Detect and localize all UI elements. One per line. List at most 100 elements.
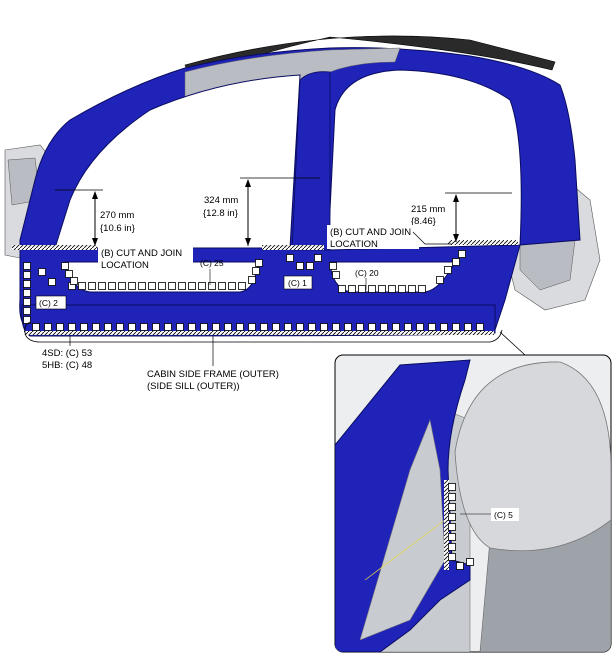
part-name-line2: (SIDE SILL (OUTER)) bbox=[147, 381, 240, 392]
dim-rear-mm: 215 mm bbox=[411, 204, 445, 215]
square-weld-icon bbox=[380, 323, 388, 331]
square-weld-icon bbox=[368, 323, 376, 331]
square-weld-icon bbox=[440, 323, 448, 331]
square-weld-icon bbox=[248, 323, 256, 331]
square-weld-icon bbox=[448, 513, 456, 521]
square-weld-icon bbox=[260, 323, 268, 331]
cut-join-rear-line2: LOCATION bbox=[330, 239, 378, 250]
cut-line-front bbox=[12, 245, 97, 250]
square-weld-icon bbox=[68, 323, 76, 331]
cut-join-rear-line1: (B) CUT AND JOIN bbox=[330, 227, 411, 238]
weld-label-c5: (C) 5 bbox=[460, 508, 519, 521]
square-weld-icon bbox=[178, 282, 186, 290]
rear-window-opening bbox=[327, 69, 522, 251]
cut-join-label-front: (B) CUT AND JOIN LOCATION bbox=[98, 246, 193, 271]
weld-label-c2-text: (C) 2 bbox=[39, 298, 58, 308]
square-weld-icon bbox=[448, 503, 456, 511]
sill-count-callout: 4SD: (C) 53 5HB: (C) 48 bbox=[42, 336, 92, 371]
square-weld-icon bbox=[108, 282, 116, 290]
square-weld-icon bbox=[218, 282, 226, 290]
square-weld-icon bbox=[448, 553, 456, 561]
square-weld-icon bbox=[392, 323, 400, 331]
arrow-down-icon bbox=[245, 238, 251, 246]
square-weld-icon bbox=[116, 323, 124, 331]
square-weld-icon bbox=[200, 323, 208, 331]
square-weld-icon bbox=[65, 270, 73, 278]
square-weld-icon bbox=[456, 562, 464, 570]
cut-join-front-line1: (B) CUT AND JOIN bbox=[101, 248, 182, 259]
wheel-arch bbox=[454, 361, 611, 552]
square-weld-icon bbox=[308, 323, 316, 331]
square-weld-icon bbox=[358, 285, 366, 293]
square-weld-icon bbox=[344, 323, 352, 331]
square-weld-icon bbox=[228, 282, 236, 290]
weld-label-c20: (C) 20 bbox=[355, 268, 379, 290]
square-weld-icon bbox=[80, 323, 88, 331]
square-weld-icon bbox=[236, 323, 244, 331]
square-weld-icon bbox=[448, 533, 456, 541]
square-weld-icon bbox=[272, 323, 280, 331]
square-weld-icon bbox=[23, 307, 31, 315]
detail-leader-line bbox=[499, 331, 526, 356]
square-weld-icon bbox=[314, 254, 322, 262]
square-weld-icon bbox=[188, 323, 196, 331]
square-weld-icon bbox=[23, 280, 31, 288]
dimension-front: 270 mm {10.6 in} bbox=[55, 189, 135, 246]
square-weld-icon bbox=[452, 323, 460, 331]
square-weld-icon bbox=[56, 323, 64, 331]
square-weld-icon bbox=[44, 323, 52, 331]
square-weld-icon bbox=[332, 271, 340, 279]
square-weld-icon bbox=[168, 282, 176, 290]
sill-count-5hb: 5HB: (C) 48 bbox=[42, 360, 92, 371]
square-weld-icon bbox=[448, 523, 456, 531]
cut-line-rear bbox=[448, 240, 518, 245]
inset-weld-points bbox=[448, 483, 474, 570]
dim-center-in: {12.8 in} bbox=[203, 208, 238, 219]
square-weld-icon bbox=[23, 298, 31, 306]
square-weld-icon bbox=[448, 483, 456, 491]
detail-rounded-outline bbox=[24, 321, 503, 343]
cut-join-front-line2: LOCATION bbox=[101, 260, 149, 271]
square-weld-icon bbox=[428, 323, 436, 331]
square-weld-icon bbox=[296, 262, 304, 270]
square-weld-icon bbox=[188, 282, 196, 290]
square-weld-icon bbox=[388, 285, 396, 293]
square-weld-icon bbox=[88, 282, 96, 290]
square-weld-icon bbox=[348, 285, 356, 293]
square-weld-icon bbox=[404, 323, 412, 331]
square-weld-icon bbox=[118, 282, 126, 290]
square-weld-icon bbox=[140, 323, 148, 331]
square-weld-icon bbox=[38, 268, 46, 276]
cut-line-sill bbox=[24, 331, 494, 335]
arrow-down-icon bbox=[453, 234, 459, 242]
square-weld-icon bbox=[61, 262, 69, 270]
weld-label-c1-text: (C) 1 bbox=[288, 278, 307, 288]
square-weld-icon bbox=[23, 271, 31, 279]
square-weld-icon bbox=[448, 543, 456, 551]
detail-inset: (C) 5 bbox=[334, 354, 612, 653]
weld-label-c5-text: (C) 5 bbox=[494, 510, 513, 520]
dimension-center: 324 mm {12.8 in} bbox=[203, 177, 320, 246]
square-weld-icon bbox=[329, 262, 337, 270]
square-weld-icon bbox=[448, 493, 456, 501]
square-weld-icon bbox=[338, 285, 346, 293]
square-weld-icon bbox=[208, 282, 216, 290]
square-weld-icon bbox=[48, 278, 56, 286]
weld-label-c2: (C) 2 bbox=[35, 295, 67, 310]
square-weld-icon bbox=[198, 282, 206, 290]
square-weld-icon bbox=[158, 282, 166, 290]
square-weld-icon bbox=[436, 276, 444, 284]
square-weld-icon bbox=[255, 259, 263, 267]
square-weld-icon bbox=[252, 267, 260, 275]
part-name-callout: CABIN SIDE FRAME (OUTER) (SIDE SILL (OUT… bbox=[147, 336, 279, 392]
square-weld-icon bbox=[368, 285, 376, 293]
square-weld-icon bbox=[452, 258, 460, 266]
square-weld-icon bbox=[128, 323, 136, 331]
dim-front-mm: 270 mm bbox=[100, 210, 134, 221]
square-weld-icon bbox=[284, 323, 292, 331]
square-weld-icon bbox=[476, 323, 484, 331]
square-weld-icon bbox=[23, 316, 31, 324]
part-name-line1: CABIN SIDE FRAME (OUTER) bbox=[147, 369, 279, 380]
